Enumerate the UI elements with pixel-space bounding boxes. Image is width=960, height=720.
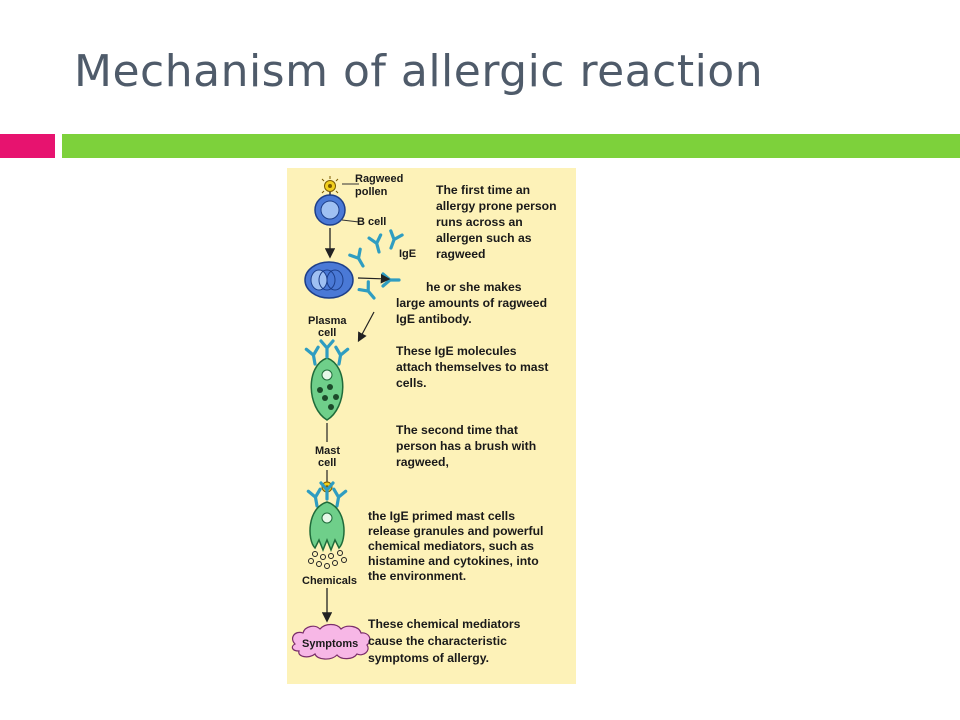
green-divider-bar xyxy=(62,134,960,158)
label-plasma: Plasma xyxy=(308,315,347,327)
step-5-line-5: the environment. xyxy=(368,569,466,583)
step-4-line-2: person has a brush with xyxy=(396,439,536,453)
b-cell-icon xyxy=(314,194,346,226)
step-5-line-3: chemical mediators, such as xyxy=(368,539,534,553)
figure-svg: Ragweed pollen B cell Plasma cell IgE Ma… xyxy=(287,168,576,684)
step-3-line-1: These IgE molecules xyxy=(396,344,517,358)
pollen-icon xyxy=(321,176,339,194)
step-5-text: the IgE primed mast cells release granul… xyxy=(368,509,543,583)
step-1-line-3: runs across an xyxy=(436,215,523,229)
step-5-line-1: the IgE primed mast cells xyxy=(368,509,515,523)
step-1-line-5: ragweed xyxy=(436,247,485,261)
step-5-line-4: histamine and cytokines, into xyxy=(368,554,539,568)
degranulating-mast-cell-icon xyxy=(309,501,345,553)
label-chemicals: Chemicals xyxy=(302,575,357,587)
step-6-line-3: symptoms of allergy. xyxy=(368,651,489,665)
step-2-text: he or she makes large amounts of ragweed… xyxy=(396,280,547,326)
step-6-line-2: cause the characteristic xyxy=(368,634,507,648)
slide-title: Mechanism of allergic reaction xyxy=(74,46,764,97)
step-3-text: These IgE molecules attach themselves to… xyxy=(396,344,548,390)
label-mast: Mast xyxy=(315,445,340,457)
symptoms-cloud-icon xyxy=(291,623,371,660)
label-ragweed: Ragweed xyxy=(355,173,403,185)
arrow-ige-to-mast xyxy=(357,311,375,343)
label-pollen: pollen xyxy=(355,186,388,198)
step-4-line-1: The second time that xyxy=(396,423,518,437)
label-plasma-cell: cell xyxy=(318,327,336,339)
step-1-line-2: allergy prone person xyxy=(436,199,557,213)
step-1-line-4: allergen such as xyxy=(436,231,532,245)
step-5-line-2: release granules and powerful xyxy=(368,524,543,538)
label-ige: IgE xyxy=(399,248,416,260)
label-mast-cell: cell xyxy=(318,457,336,469)
label-symptoms: Symptoms xyxy=(302,638,358,650)
step-2-line-1: he or she makes xyxy=(426,280,522,294)
step-2-line-3: IgE antibody. xyxy=(396,312,472,326)
mast-cell-icon xyxy=(310,357,344,421)
step-6-line-1: These chemical mediators xyxy=(368,617,521,631)
arrow-to-ige xyxy=(357,273,391,284)
label-b-cell: B cell xyxy=(357,216,386,228)
plasma-cell-icon xyxy=(304,261,354,299)
step-4-line-3: ragweed, xyxy=(396,455,449,469)
pink-accent-bar xyxy=(0,134,55,158)
allergy-mechanism-figure: Ragweed pollen B cell Plasma cell IgE Ma… xyxy=(287,168,576,684)
step-1-line-1: The first time an xyxy=(436,183,530,197)
pointer-line-b-cell xyxy=(341,219,360,223)
step-6-text: These chemical mediators cause the chara… xyxy=(368,617,521,665)
step-2-line-2: large amounts of ragweed xyxy=(396,296,547,310)
step-1-text: The first time an allergy prone person r… xyxy=(436,183,557,261)
step-3-line-3: cells. xyxy=(396,376,427,390)
step-4-text: The second time that person has a brush … xyxy=(396,423,536,469)
granules-icon xyxy=(308,550,347,569)
step-3-line-2: attach themselves to mast xyxy=(396,360,548,374)
